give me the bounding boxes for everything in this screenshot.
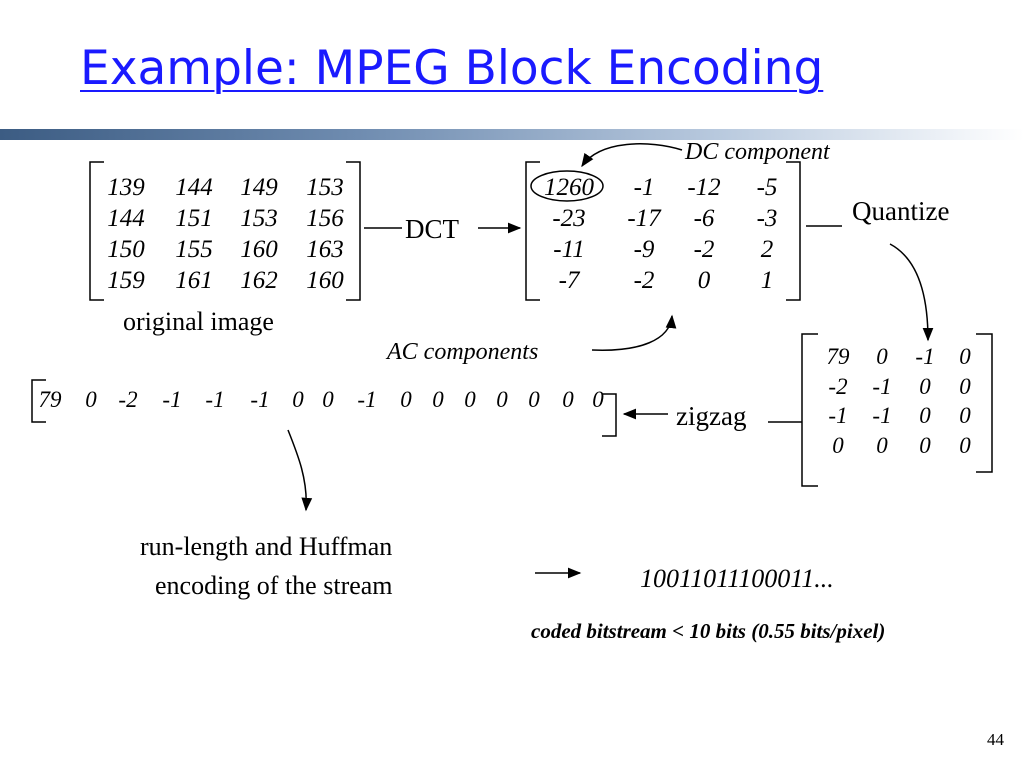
dc-component-arrow <box>581 143 683 168</box>
matrix-cell: -1 <box>633 174 655 201</box>
matrix-cell: 160 <box>240 236 278 263</box>
matrix-cell: 149 <box>240 174 278 201</box>
matrix-cell: 0 <box>876 344 888 369</box>
ac-components-arrow <box>591 314 677 351</box>
matrix-cell: -17 <box>627 205 661 232</box>
page-title: Example: MPEG Block Encoding <box>80 41 824 96</box>
vector-brackets <box>31 379 617 437</box>
stream-value: 0 <box>592 387 604 412</box>
stream-value: 0 <box>528 387 540 412</box>
ac-components-label: AC components <box>387 339 539 365</box>
dct-coefficient-matrix: 1260 -1 -12 -5 -23 -17 -6 -3 -11 -9 -2 2 -7 -2 0 1 <box>524 160 802 302</box>
matrix-cell: -5 <box>756 174 778 201</box>
stream-value: -2 <box>118 387 138 412</box>
rle-label-line1: run-length and Huffman <box>140 532 393 561</box>
matrix-cell: -1 <box>872 374 892 399</box>
matrix-cell: 159 <box>107 267 145 294</box>
matrix-cell: 0 <box>876 433 888 458</box>
matrix-cell: 160 <box>306 267 344 294</box>
stream-value: 0 <box>292 387 304 412</box>
matrix-cell: 1260 <box>544 174 594 201</box>
matrix-cell: 161 <box>175 267 213 294</box>
matrix-cell: -2 <box>828 374 848 399</box>
matrix-cell: 153 <box>306 174 344 201</box>
matrix-cell: -6 <box>693 205 715 232</box>
stream-value: -1 <box>250 387 270 412</box>
matrix-brackets <box>89 161 361 301</box>
stream-value: 0 <box>432 387 444 412</box>
page-number: 44 <box>987 730 1004 749</box>
stream-value: 0 <box>464 387 476 412</box>
matrix-cell: -2 <box>633 267 655 294</box>
matrix-cell: 0 <box>959 433 971 458</box>
matrix-cell: 1 <box>760 267 774 294</box>
matrix-cell: -9 <box>633 236 655 263</box>
dct-label: DCT <box>405 214 459 244</box>
stream-value: -1 <box>357 387 377 412</box>
matrix-cell: 79 <box>826 344 850 369</box>
matrix-cell: -23 <box>552 205 586 232</box>
matrix-cell: 0 <box>959 403 971 428</box>
matrix-cell: 163 <box>306 236 344 263</box>
matrix-cell: 0 <box>919 433 931 458</box>
matrix-cell: 156 <box>306 205 344 232</box>
stream-value: 0 <box>322 387 334 412</box>
matrix-cell: 153 <box>240 205 278 232</box>
original-image-label: original image <box>123 307 274 336</box>
matrix-cell: 0 <box>919 374 931 399</box>
matrix-cell: 151 <box>175 205 213 232</box>
dc-highlight-ellipse <box>530 170 604 202</box>
matrix-cell: 139 <box>107 174 145 201</box>
bitstream-note: coded bitstream < 10 bits (0.55 bits/pix… <box>531 619 886 643</box>
stream-value: 0 <box>400 387 412 412</box>
matrix-cell: 2 <box>760 236 774 263</box>
matrix-cell: 144 <box>175 174 213 201</box>
original-image-matrix: 139 144 149 153 144 151 153 156 150 155 160 163 159 1… <box>88 160 362 302</box>
matrix-brackets <box>801 333 993 487</box>
quantize-arrow <box>889 243 934 342</box>
matrix-cell: -1 <box>872 403 892 428</box>
dc-component-label: DC component <box>685 139 830 165</box>
matrix-cell: -11 <box>553 236 585 263</box>
matrix-cell: 0 <box>919 403 931 428</box>
stream-value: -1 <box>205 387 225 412</box>
rle-label-line2: encoding of the stream <box>155 571 393 600</box>
title-divider-bar <box>0 129 1024 140</box>
matrix-cell: 0 <box>697 267 711 294</box>
stream-value: 0 <box>496 387 508 412</box>
stream-value: 0 <box>85 387 97 412</box>
quantize-label: Quantize <box>852 196 950 226</box>
matrix-cell: 0 <box>832 433 844 458</box>
stream-value: -1 <box>162 387 182 412</box>
matrix-cell: -1 <box>915 344 935 369</box>
stream-value: 0 <box>562 387 574 412</box>
matrix-cell: -7 <box>558 267 580 294</box>
stream-value: 79 <box>38 387 62 412</box>
matrix-cell: -2 <box>693 236 715 263</box>
matrix-cell: -1 <box>828 403 848 428</box>
matrix-cell: 150 <box>107 236 145 263</box>
zigzag-label: zigzag <box>676 401 747 431</box>
matrix-cell: 0 <box>959 374 971 399</box>
matrix-brackets <box>525 161 801 301</box>
matrix-cell: -3 <box>756 205 778 232</box>
matrix-cell: 144 <box>107 205 145 232</box>
matrix-cell: 0 <box>959 344 971 369</box>
bitstream-output: 10011011100011... <box>640 564 834 593</box>
quantized-matrix: 79 0 -1 0 -2 -1 0 0 -1 -1 0 0 0 0 0 0 <box>800 332 994 488</box>
matrix-cell: -12 <box>687 174 721 201</box>
matrix-cell: 162 <box>240 267 278 294</box>
rle-arrow <box>287 429 313 512</box>
matrix-cell: 155 <box>175 236 213 263</box>
